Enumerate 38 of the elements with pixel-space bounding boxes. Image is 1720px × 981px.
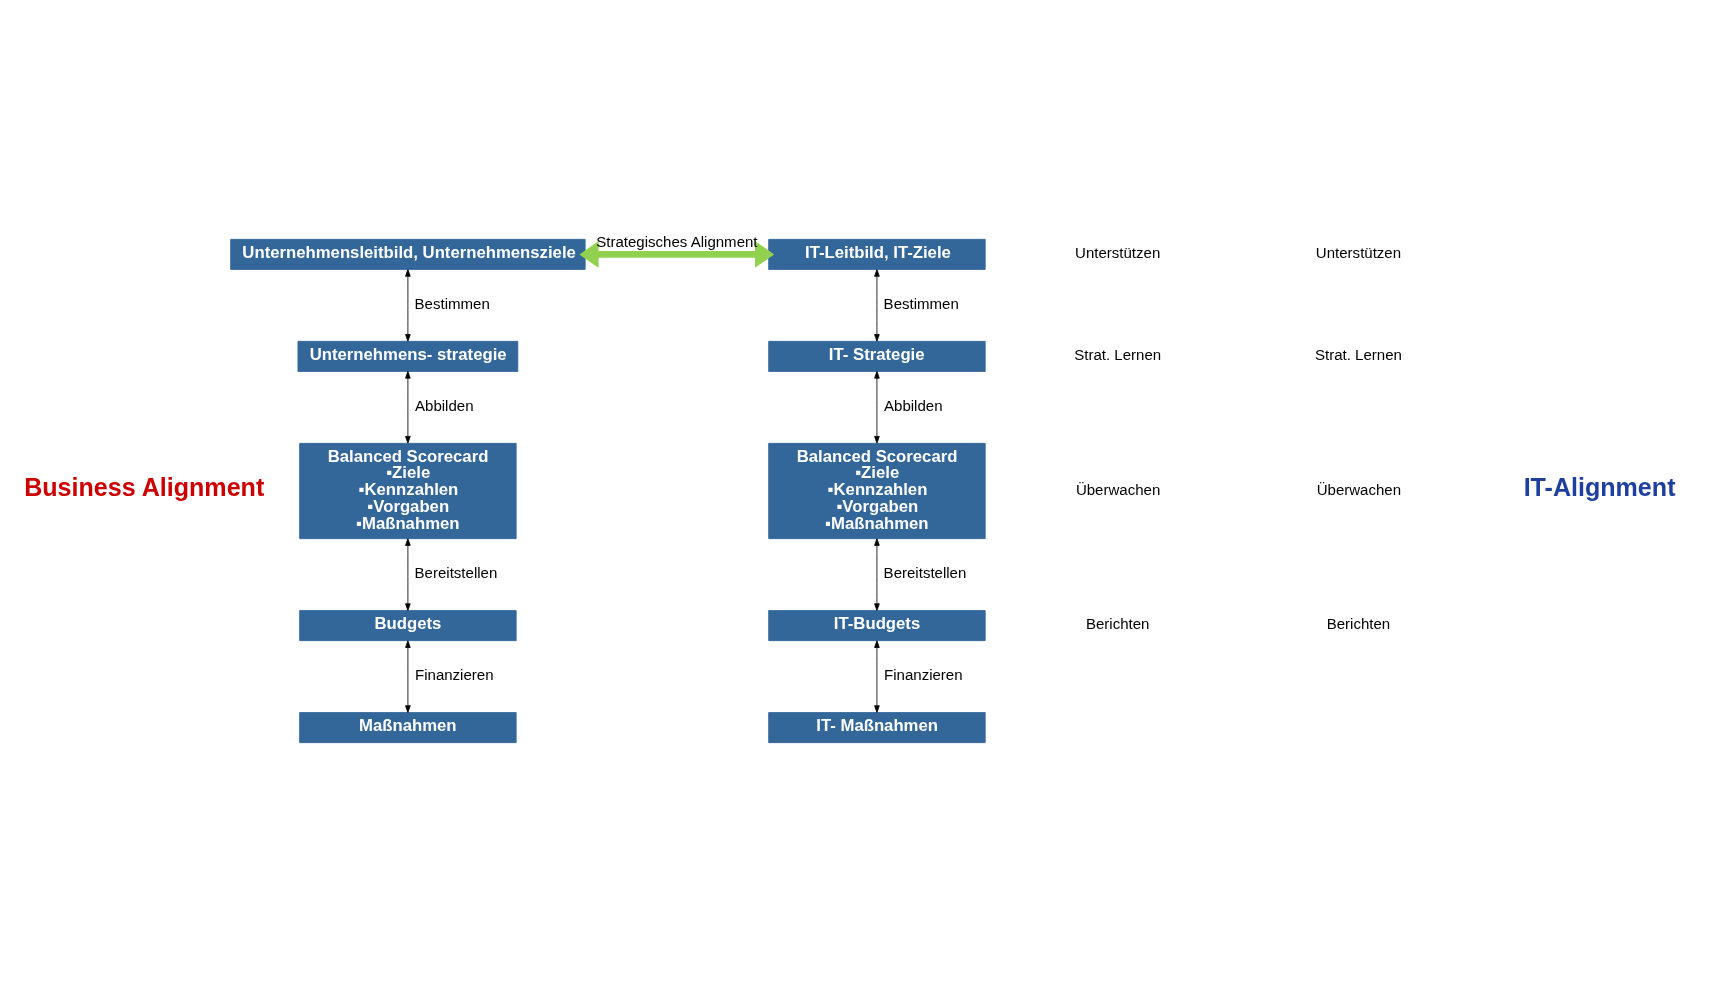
edge-label: Bereitstellen (883, 563, 967, 581)
label: Überwachen (1316, 480, 1402, 498)
edge-label: Finanzieren (415, 665, 494, 683)
label: Unterstützen (1315, 243, 1402, 261)
arrow (874, 268, 880, 342)
arrow (405, 639, 411, 713)
label: Strat. Lernen (1074, 345, 1162, 363)
node-box: Unternehmens- strategie (297, 340, 519, 372)
edge-label: Bereitstellen (414, 563, 498, 581)
arrow (874, 639, 880, 713)
edge-label: Bestimmen (414, 294, 490, 312)
label: Strat. Lernen (1315, 345, 1402, 363)
node-box: Balanced Scorecard ▪Ziele ▪Kennzahlen ▪Vorgaben ▪Maßnahmen (768, 442, 986, 539)
edge-label: Finanzieren (884, 665, 963, 683)
label: Überwachen (1075, 480, 1161, 498)
arrow (874, 537, 880, 611)
edge-label: Strategisches Alignment (596, 232, 758, 250)
edge-label: Bestimmen (883, 294, 959, 312)
arrow (579, 240, 775, 268)
node-box: IT- Maßnahmen (768, 711, 986, 743)
node-box: Maßnahmen (299, 711, 517, 743)
node-box: Balanced Scorecard ▪Ziele ▪Kennzahlen ▪Vorgaben ▪Maßnahmen (299, 442, 517, 539)
arrow (874, 370, 880, 443)
node-box: IT-Leitbild, IT-Ziele (768, 238, 986, 270)
arrow (405, 268, 411, 342)
node-box: Budgets (299, 609, 517, 641)
label: Berichten (1326, 614, 1391, 632)
node-box: IT-Budgets (768, 609, 986, 641)
node-box: IT- Strategie (768, 340, 986, 372)
edge-label: Abbilden (415, 396, 474, 414)
label: Unterstützen (1075, 243, 1161, 261)
arrow (405, 537, 411, 611)
edge-label: Abbilden (884, 396, 943, 414)
arrow (405, 370, 411, 443)
label: Berichten (1085, 614, 1150, 632)
label: Business Alignment (24, 472, 265, 501)
label: IT-Alignment (1523, 472, 1676, 501)
node-box: Unternehmensleitbild, Unternehmensziele (230, 238, 586, 270)
